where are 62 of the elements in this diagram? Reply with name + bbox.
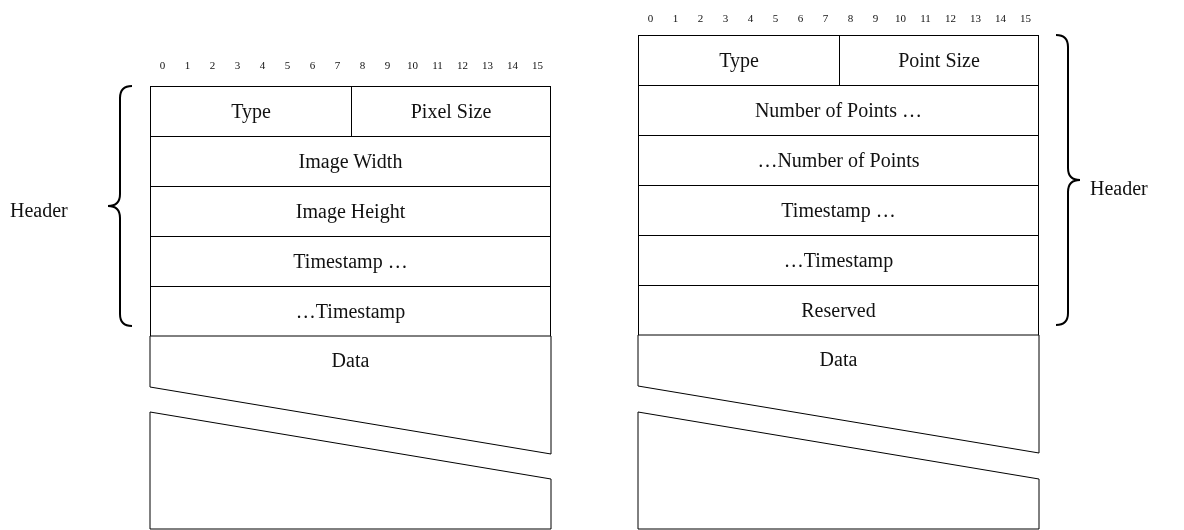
field-label: Image Width bbox=[298, 150, 403, 173]
bit-number: 1 bbox=[671, 12, 680, 24]
field-box bbox=[638, 135, 1039, 186]
bit-number: 7 bbox=[821, 12, 830, 24]
bit-number: 0 bbox=[646, 12, 655, 24]
bit-number: 12 bbox=[456, 59, 469, 71]
bit-number: 3 bbox=[233, 59, 242, 71]
field-label: …Number of Points bbox=[757, 149, 920, 172]
bit-number: 13 bbox=[969, 12, 982, 24]
bit-number: 3 bbox=[721, 12, 730, 24]
bit-number: 9 bbox=[871, 12, 880, 24]
bit-number: 14 bbox=[506, 59, 519, 71]
field-label: Image Height bbox=[295, 200, 406, 223]
bit-number: 10 bbox=[406, 59, 419, 71]
bit-number: 14 bbox=[994, 12, 1007, 24]
bit-number: 11 bbox=[431, 59, 444, 71]
field-label: Data bbox=[331, 348, 370, 372]
bit-number: 6 bbox=[308, 59, 317, 71]
bit-number: 6 bbox=[796, 12, 805, 24]
field-label: Point Size bbox=[898, 49, 980, 72]
field-label: …Timestamp bbox=[783, 249, 894, 272]
field-label: …Timestamp bbox=[295, 300, 406, 323]
field-label: Timestamp … bbox=[781, 199, 896, 222]
field-box bbox=[150, 86, 352, 137]
field-label: Timestamp … bbox=[293, 250, 408, 273]
bit-number: 4 bbox=[258, 59, 267, 71]
field-box bbox=[150, 186, 551, 237]
bit-number: 8 bbox=[846, 12, 855, 24]
field-label: Type bbox=[231, 100, 271, 123]
bit-number: 12 bbox=[944, 12, 957, 24]
field-box bbox=[638, 85, 1039, 136]
header-label: Header bbox=[10, 199, 68, 222]
field-label: Reserved bbox=[801, 299, 876, 322]
field-label: Type bbox=[719, 49, 759, 72]
bit-number: 10 bbox=[894, 12, 907, 24]
bit-number: 2 bbox=[208, 59, 217, 71]
bit-number: 7 bbox=[333, 59, 342, 71]
bit-number: 13 bbox=[481, 59, 494, 71]
field-box bbox=[150, 236, 551, 287]
field-box bbox=[351, 86, 551, 137]
field-box bbox=[150, 136, 551, 187]
bit-number: 0 bbox=[158, 59, 167, 71]
bit-number: 5 bbox=[771, 12, 780, 24]
bit-number: 2 bbox=[696, 12, 705, 24]
field-label: Number of Points … bbox=[754, 99, 923, 122]
field-box bbox=[638, 185, 1039, 236]
bit-number: 11 bbox=[919, 12, 932, 24]
bit-number: 9 bbox=[383, 59, 392, 71]
field-box bbox=[839, 35, 1039, 86]
bit-number: 15 bbox=[1019, 12, 1032, 24]
bit-number: 5 bbox=[283, 59, 292, 71]
field-label: Data bbox=[819, 347, 858, 371]
field-label: Pixel Size bbox=[410, 100, 492, 123]
bit-number: 8 bbox=[358, 59, 367, 71]
header-label: Header bbox=[1090, 177, 1148, 200]
field-box bbox=[638, 285, 1039, 336]
bit-number: 4 bbox=[746, 12, 755, 24]
field-box bbox=[638, 235, 1039, 286]
field-box bbox=[150, 286, 551, 337]
bit-number: 15 bbox=[531, 59, 544, 71]
bit-number: 1 bbox=[183, 59, 192, 71]
field-box bbox=[638, 35, 840, 86]
